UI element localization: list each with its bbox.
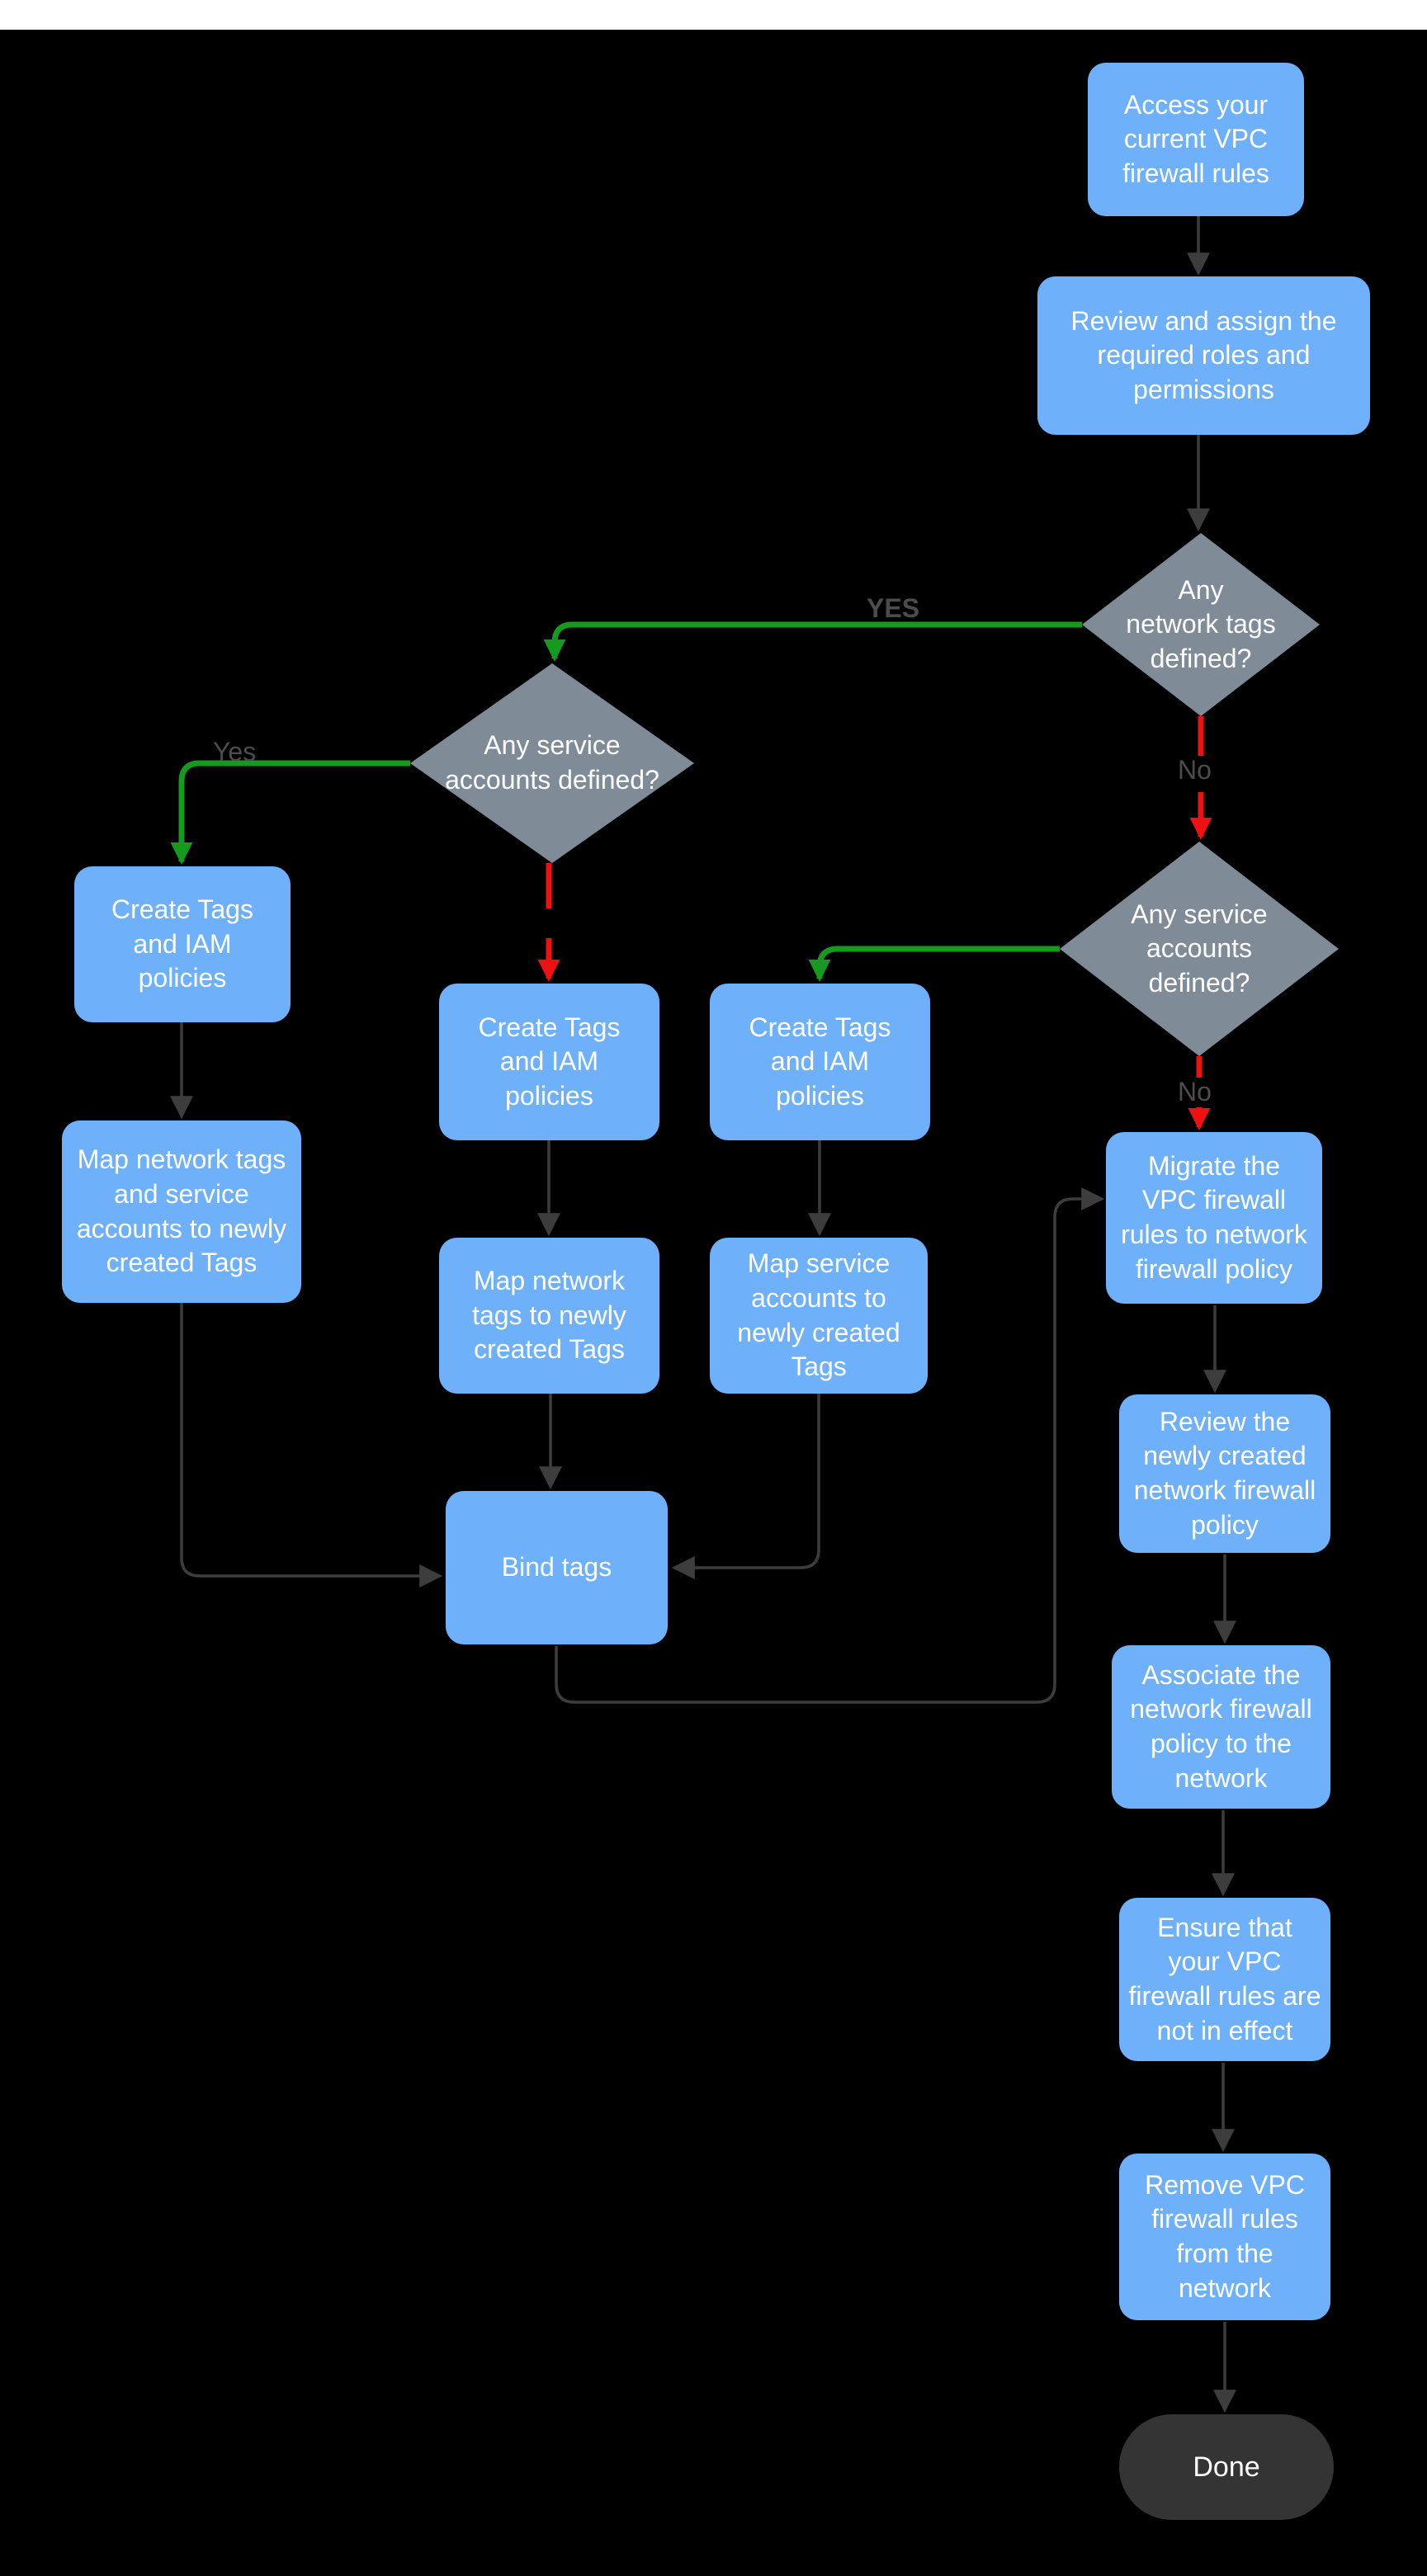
terminator-done: Done — [1119, 2414, 1334, 2520]
process-map-network-tags: Map network tags to newly created Tags — [439, 1238, 659, 1394]
edge-mapright-to-bind — [671, 1394, 820, 1579]
top-white-bar — [0, 0, 1427, 30]
process-access-vpc-firewall-rules: Access your current VPC firewall rules — [1088, 63, 1304, 216]
edge-label-yes-network-tags: YES — [867, 593, 920, 623]
process-migrate-vpc-rules: Migrate the VPC firewall rules to networ… — [1106, 1132, 1322, 1304]
edge-yes-network-tags — [543, 621, 1082, 663]
process-map-service-accounts: Map service accounts to newly created Ta… — [710, 1238, 928, 1394]
edge-label-yes-service-accounts: Yes — [213, 737, 257, 767]
process-remove-vpc-firewall-rules: Remove VPC firewall rules from the netwo… — [1119, 2154, 1330, 2320]
process-create-tags-iam-right: Create Tags and IAM policies — [710, 984, 930, 1140]
edge-yes-service-accounts-right — [808, 946, 1060, 983]
process-bind-tags: Bind tags — [446, 1491, 668, 1644]
process-map-network-and-service-accounts: Map network tags and service accounts to… — [62, 1121, 301, 1303]
process-create-tags-iam-mid: Create Tags and IAM policies — [439, 984, 659, 1140]
edge-label-no-network-tags: No — [1178, 755, 1212, 785]
edge-bind-to-migrate — [555, 1187, 1105, 1704]
process-create-tags-iam-left: Create Tags and IAM policies — [74, 866, 291, 1022]
process-review-network-firewall-policy: Review the newly created network firewal… — [1119, 1394, 1330, 1553]
process-associate-policy-to-network: Associate the network firewall policy to… — [1112, 1645, 1330, 1809]
process-review-roles-permissions: Review and assign the required roles and… — [1037, 276, 1370, 435]
process-ensure-rules-not-in-effect: Ensure that your VPC firewall rules are … — [1119, 1898, 1330, 2061]
edge-yes-service-accounts — [170, 760, 410, 866]
edge-mapleft-to-bind — [180, 1303, 443, 1588]
edge-label-no-service-accounts: No — [1178, 1077, 1212, 1106]
